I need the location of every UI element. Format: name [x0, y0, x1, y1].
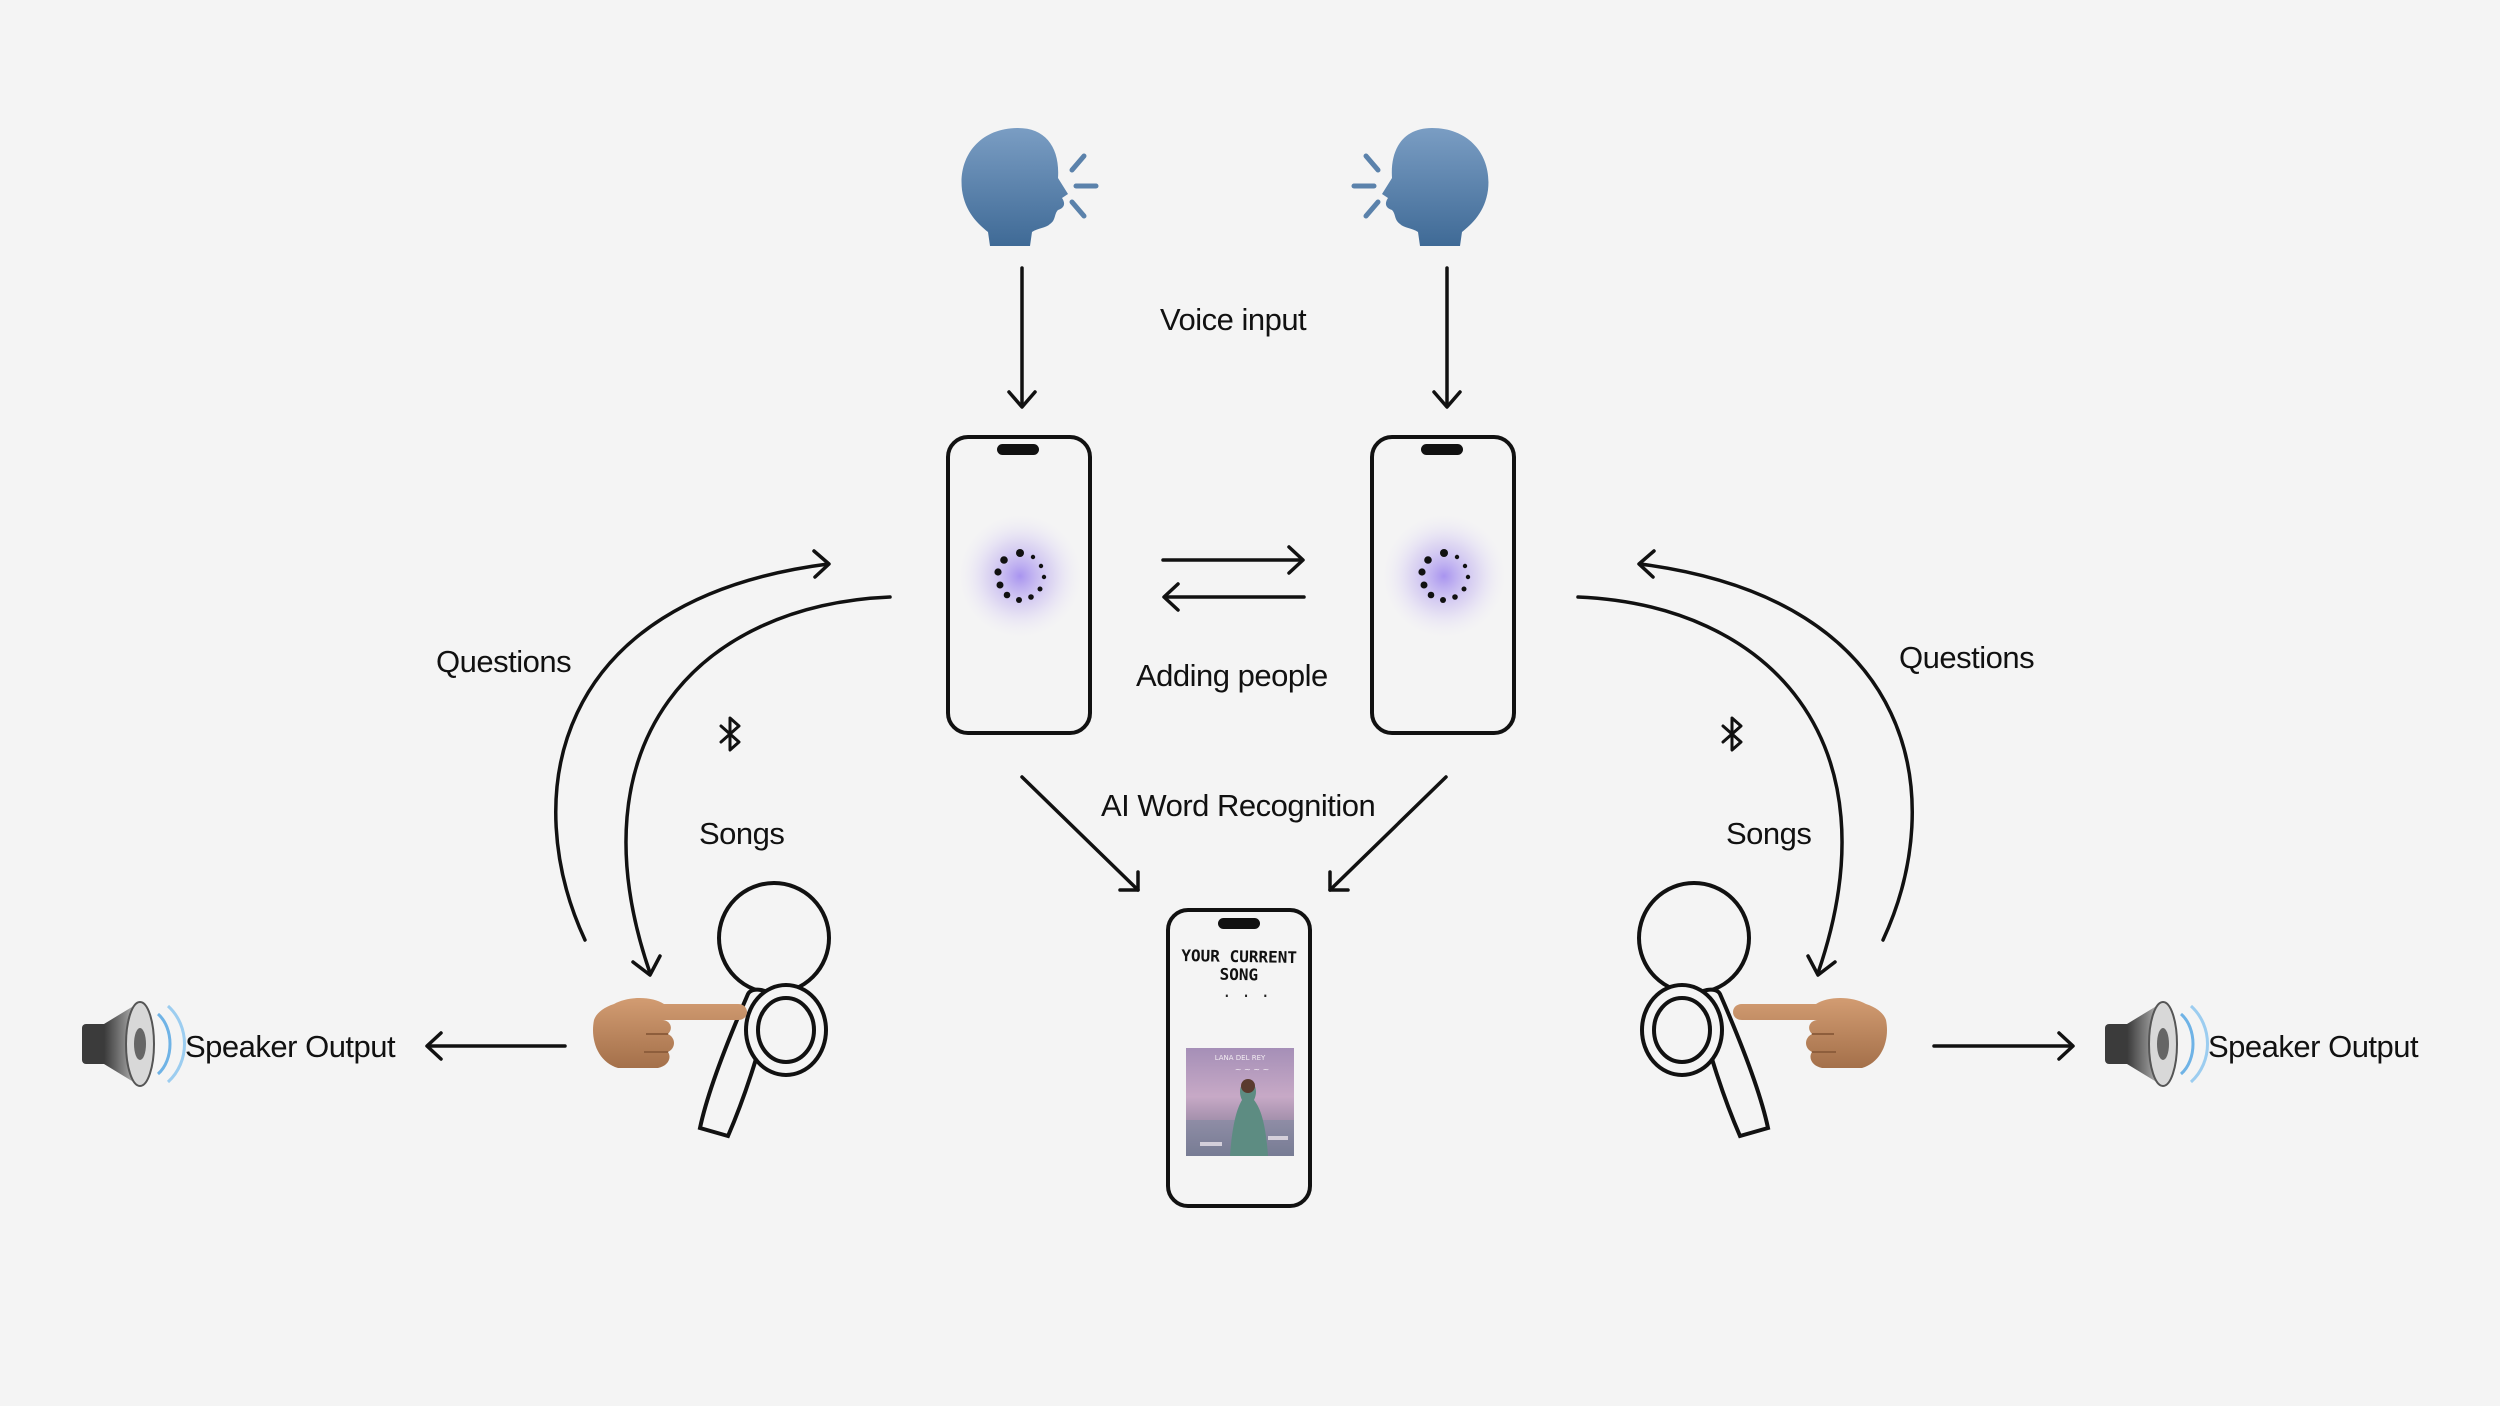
voice-input-label: Voice input — [1160, 302, 1307, 337]
speaker-arrow-left — [425, 1031, 567, 1061]
speaker-output-label-right: Speaker Output — [2208, 1029, 2419, 1064]
questions-arrow-left — [554, 549, 831, 942]
songs-arrow-left — [624, 595, 892, 977]
ai-word-recognition-label: AI Word Recognition — [1101, 788, 1376, 823]
questions-label-right: Questions — [1899, 640, 2035, 675]
loading-spinner-icon — [1418, 549, 1471, 603]
speaker-output-label-left: Speaker Output — [185, 1029, 396, 1064]
speaker-arrow-right — [1932, 1031, 2075, 1061]
speaking-head-icon-right — [1351, 128, 1489, 246]
loading-spinner-icon — [994, 549, 1047, 603]
adding-people-arrows — [1161, 545, 1306, 612]
phone-left — [946, 435, 1092, 735]
earbud-icon-left — [697, 881, 831, 1139]
bluetooth-icon-right — [1721, 716, 1743, 752]
phone-right — [1370, 435, 1516, 735]
voice-arrow-right — [1432, 266, 1462, 409]
pointing-hand-icon-left — [593, 998, 747, 1068]
questions-arrow-right — [1637, 549, 1914, 942]
pointing-hand-icon-right — [1733, 998, 1887, 1068]
ai-arrow-right — [1328, 775, 1448, 892]
bluetooth-icon-left — [719, 716, 741, 752]
speaking-head-icon-left — [961, 128, 1099, 246]
phone-center: LANA DEL REY ~ ~ ~ ~ — [1166, 908, 1312, 1208]
album-art: LANA DEL REY ~ ~ ~ ~ — [1186, 1048, 1294, 1156]
speaker-icon-left — [82, 1001, 186, 1087]
album-art-text: LANA DEL REY — [1215, 1054, 1266, 1062]
questions-label-left: Questions — [436, 644, 572, 679]
speaker-icon-right — [2105, 1001, 2209, 1087]
current-song-title: YOUR CURRENT SONG — [1181, 945, 1298, 985]
current-song-dots: . . . — [1222, 982, 1271, 1001]
adding-people-label: Adding people — [1136, 658, 1328, 693]
voice-arrow-left — [1007, 266, 1037, 409]
songs-label-right: Songs — [1726, 816, 1812, 851]
svg-text:~ ~ ~ ~: ~ ~ ~ ~ — [1235, 1065, 1269, 1074]
ai-arrow-left — [1020, 775, 1140, 892]
earbud-icon-right — [1637, 881, 1771, 1139]
songs-label-left: Songs — [699, 816, 785, 851]
songs-arrow-right — [1576, 595, 1844, 977]
